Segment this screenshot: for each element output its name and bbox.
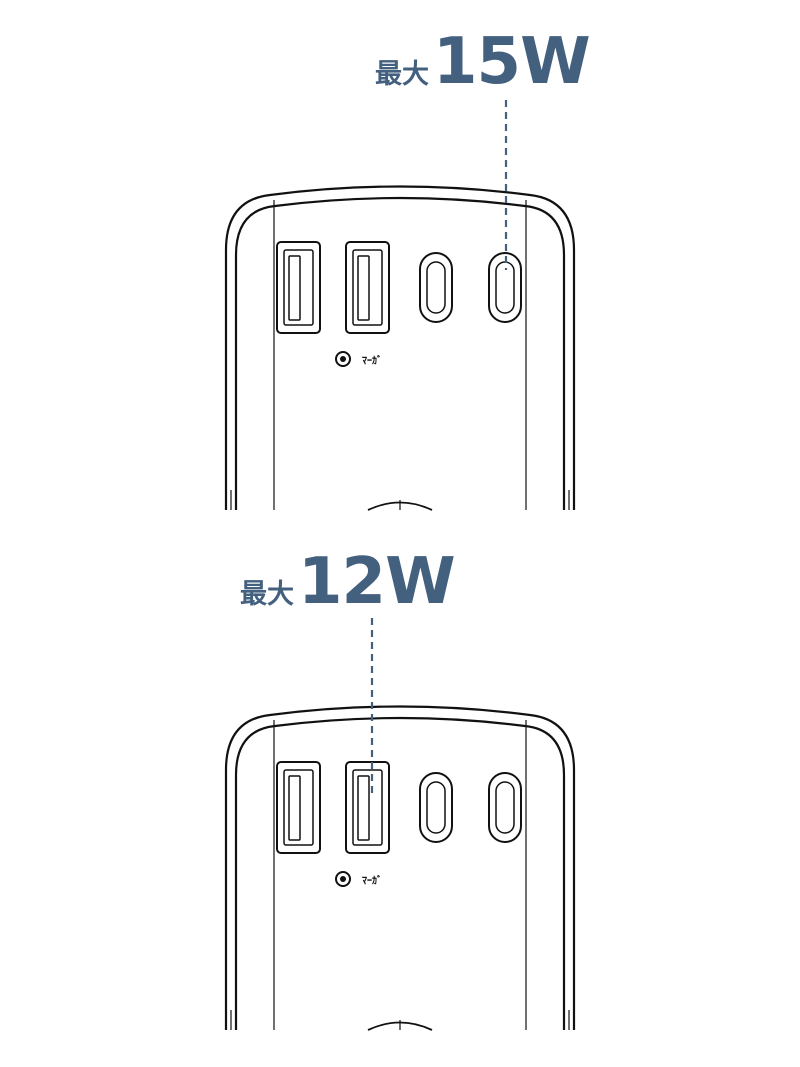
callout-prefix: 最大 bbox=[240, 579, 294, 610]
callout-prefix: 最大 bbox=[375, 59, 429, 90]
indicator-light bbox=[335, 351, 351, 367]
callout-value: 12W bbox=[298, 545, 456, 619]
callout-value: 15W bbox=[433, 25, 591, 99]
indicator-light bbox=[335, 871, 351, 887]
bottom-panel: ﾏｰｶﾞ 最大 12W bbox=[0, 520, 800, 1040]
port-label: ﾏｰｶﾞ bbox=[362, 354, 382, 367]
strip-inner-outline bbox=[234, 196, 566, 510]
power-strip-diagram-top: ﾏｰｶﾞ bbox=[224, 100, 576, 511]
usb-c-port-1 bbox=[419, 772, 453, 843]
usb-c-port-2 bbox=[488, 772, 522, 843]
callout-top: 最大 15W bbox=[375, 25, 591, 99]
usb-c-port-2 bbox=[488, 252, 522, 323]
usb-a-port-1 bbox=[276, 761, 321, 854]
strip-outer-outline bbox=[224, 705, 576, 1030]
usb-a-port-1 bbox=[276, 241, 321, 334]
usb-c-port-1 bbox=[419, 252, 453, 323]
usb-a-port-2 bbox=[345, 241, 390, 334]
power-strip-diagram-bottom: ﾏｰｶﾞ bbox=[224, 618, 576, 1031]
port-label: ﾏｰｶﾞ bbox=[362, 874, 382, 887]
usb-a-port-2 bbox=[345, 761, 390, 854]
callout-bottom: 最大 12W bbox=[240, 545, 456, 619]
strip-outer-outline bbox=[224, 185, 576, 510]
top-panel: ﾏｰｶﾞ 最大 15W bbox=[0, 0, 800, 520]
strip-inner-outline bbox=[234, 716, 566, 1030]
